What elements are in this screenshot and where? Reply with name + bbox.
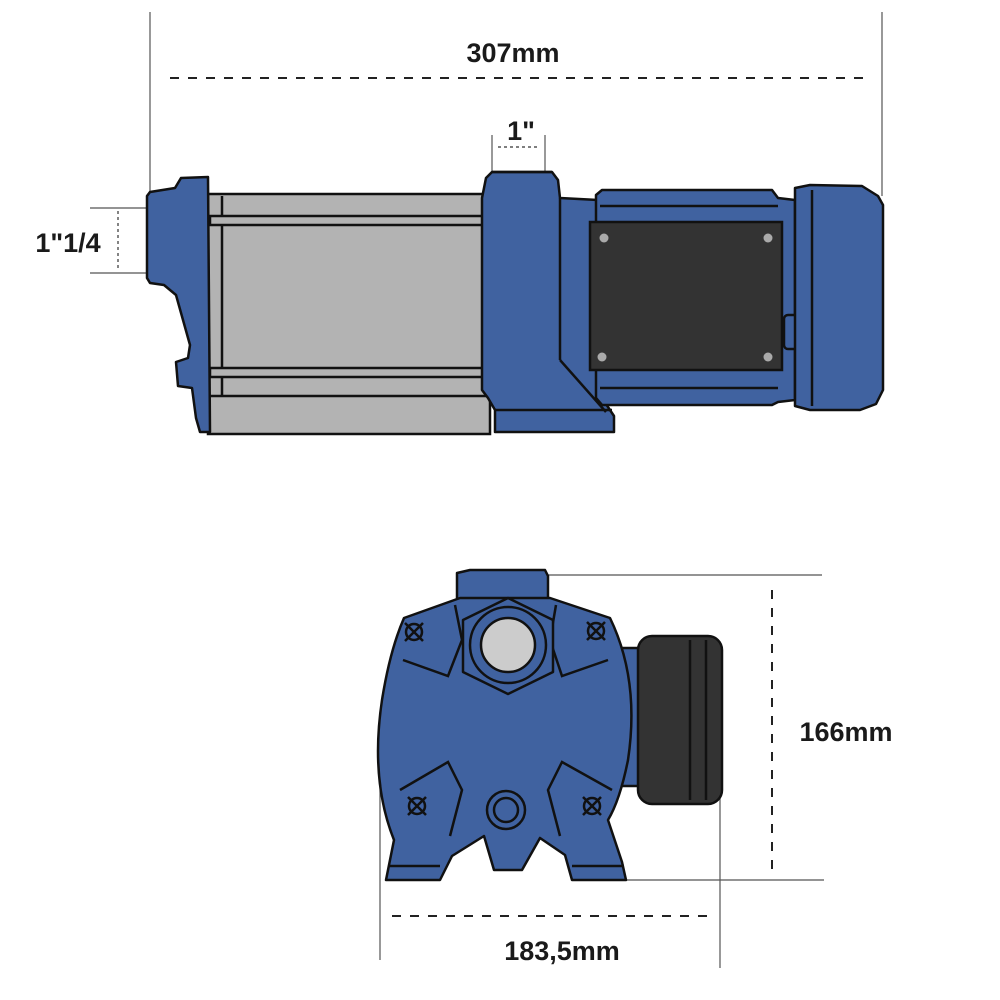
bolt-icon bbox=[586, 621, 606, 641]
screw-icon bbox=[763, 233, 773, 243]
width-dimension: 183,5mm bbox=[379, 740, 721, 968]
motor-end-cap bbox=[793, 183, 885, 412]
outlet-hole bbox=[479, 616, 537, 674]
height-dimension: 166mm bbox=[548, 574, 893, 881]
inlet-label: 1"1/4 bbox=[35, 228, 100, 258]
screw-icon bbox=[597, 352, 607, 362]
bolt-icon bbox=[404, 622, 424, 642]
height-label: 166mm bbox=[799, 717, 892, 747]
pump-housing bbox=[206, 192, 492, 436]
length-dimension: 307mm bbox=[149, 12, 883, 196]
width-label: 183,5mm bbox=[504, 936, 620, 966]
inlet-dimension: 1"1/4 bbox=[35, 207, 146, 274]
tie-rod-top bbox=[208, 214, 488, 227]
pump-casing bbox=[376, 596, 633, 882]
front-view: 166mm 183,5mm bbox=[376, 568, 893, 968]
outlet-dimension: 1" bbox=[491, 116, 546, 172]
screw-icon bbox=[763, 352, 773, 362]
inlet-flange bbox=[145, 175, 212, 434]
outlet-neck bbox=[455, 568, 550, 602]
motor-terminal-plate bbox=[588, 220, 784, 372]
outlet-label: 1" bbox=[507, 116, 535, 146]
screw-icon bbox=[599, 233, 609, 243]
side-view: 307mm 1" 1"1/4 bbox=[35, 12, 885, 436]
drain-plug bbox=[485, 789, 527, 831]
bolt-icon bbox=[407, 796, 427, 816]
tie-rod-bottom bbox=[208, 366, 488, 379]
motor-front bbox=[636, 634, 724, 806]
length-label: 307mm bbox=[466, 38, 559, 68]
bolt-icon bbox=[582, 796, 602, 816]
